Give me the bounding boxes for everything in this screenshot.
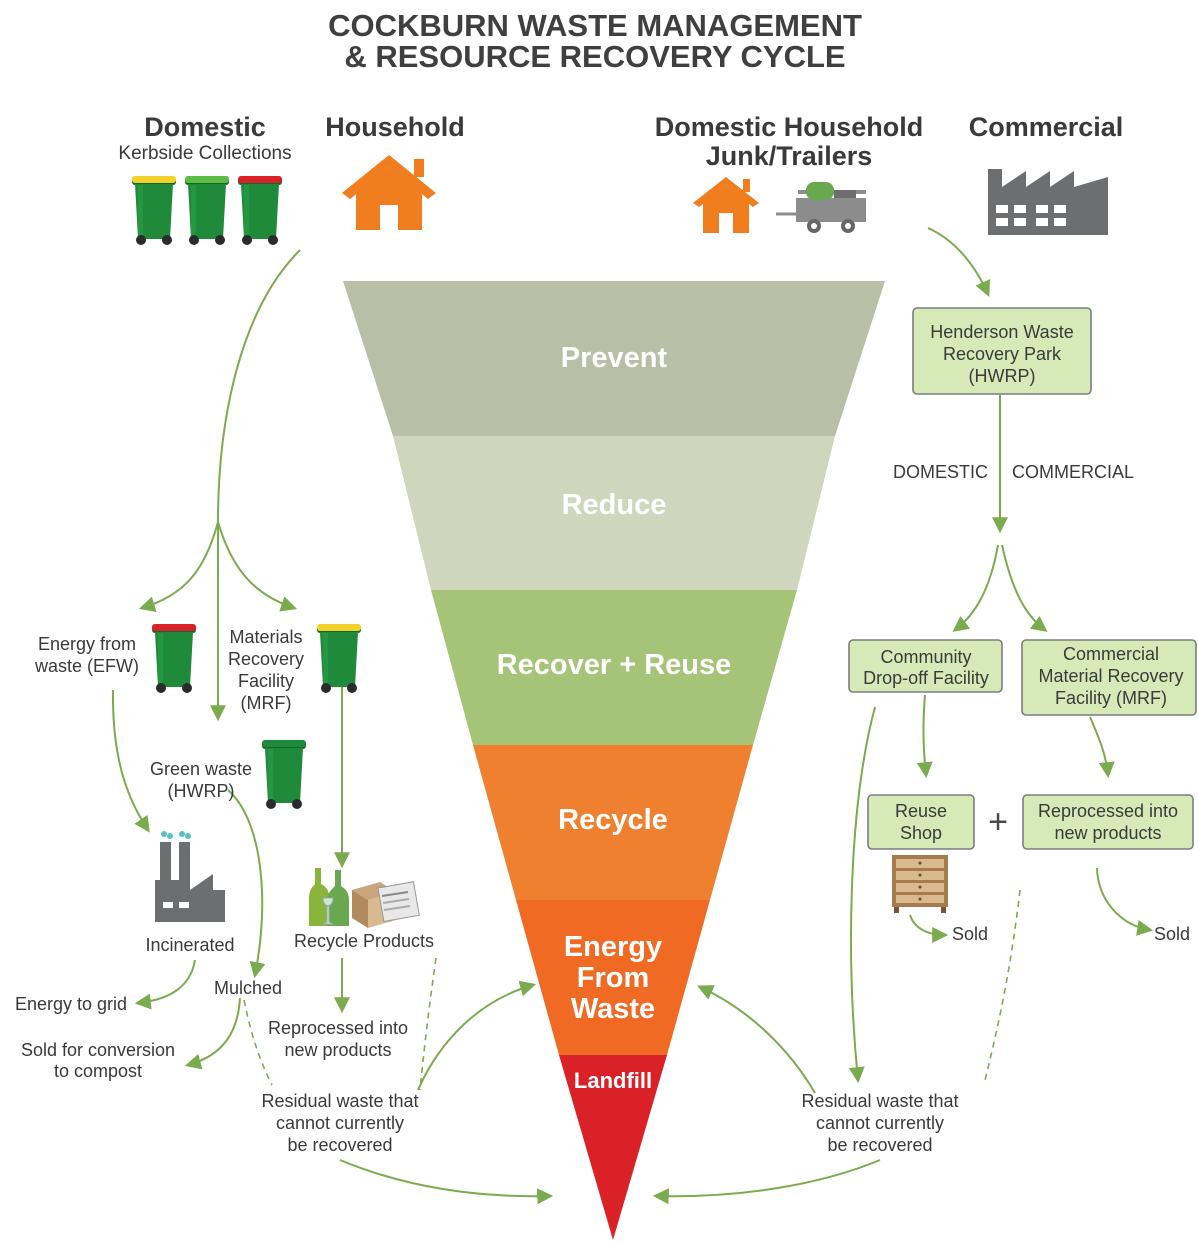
diagram-title-line2: & RESOURCE RECOVERY CYCLE xyxy=(344,39,845,74)
hwrp-line1: Henderson Waste xyxy=(930,322,1073,342)
house-icon xyxy=(693,177,759,233)
label-sold-compost-line2: to compost xyxy=(54,1061,142,1081)
hwrp-line3: (HWRP) xyxy=(969,366,1036,386)
tier-label-efw-line2: From xyxy=(577,962,650,994)
tier-reduce xyxy=(393,436,835,590)
trailer-icon xyxy=(776,182,866,233)
commercial-mrf-line2: Material Recovery xyxy=(1038,666,1183,686)
label-mrf-line3: Facility xyxy=(238,671,294,691)
chest-of-drawers-icon xyxy=(892,855,948,913)
label-reprocessed-line2: new products xyxy=(284,1040,391,1060)
label-mrf-line4: (MRF) xyxy=(241,693,292,713)
header-junk-line2: Junk/Trailers xyxy=(706,141,873,171)
label-mulched: Mulched xyxy=(214,978,282,998)
label-energy-to-grid: Energy to grid xyxy=(15,994,127,1014)
label-residual-right-line3: be recovered xyxy=(827,1135,932,1155)
label-residual-left-line1: Residual waste that xyxy=(261,1091,418,1111)
commercial-mrf-line1: Commercial xyxy=(1063,644,1159,664)
plus-sign: + xyxy=(988,803,1008,841)
reprocessed-right-line2: new products xyxy=(1054,823,1161,843)
tier-energy-from-waste xyxy=(516,900,710,1055)
steam-icon xyxy=(161,831,191,839)
bottles-icon xyxy=(309,868,349,926)
wheelie-bin-icon xyxy=(262,740,306,809)
tier-recycle xyxy=(473,745,753,900)
tier-label-efw-line1: Energy xyxy=(564,931,662,963)
label-domestic: DOMESTIC xyxy=(893,462,988,482)
label-green-waste-line1: Green waste xyxy=(150,759,252,779)
label-mrf-line1: Materials xyxy=(229,627,302,647)
label-commercial: COMMERCIAL xyxy=(1012,462,1134,482)
newspaper-icon xyxy=(377,881,420,923)
factory-icon xyxy=(988,169,1108,235)
label-residual-right-line2: cannot currently xyxy=(816,1113,944,1133)
label-green-waste-line2: (HWRP) xyxy=(168,781,235,801)
wheelie-bin-icon xyxy=(317,624,361,693)
label-reprocessed-line1: Reprocessed into xyxy=(268,1018,408,1038)
label-efw-line1: Energy from xyxy=(38,634,136,654)
hwrp-line2: Recovery Park xyxy=(943,344,1062,364)
reuse-shop-box: Reuse Shop xyxy=(867,794,975,850)
community-dropoff-box: Community Drop-off Facility xyxy=(848,639,1003,693)
label-sold-compost-line1: Sold for conversion xyxy=(21,1040,175,1060)
wheelie-bin-icon xyxy=(185,176,229,245)
commercial-mrf-box: Commercial Material Recovery Facility (M… xyxy=(1021,639,1197,716)
tier-label-efw-line3: Waste xyxy=(571,993,655,1025)
tier-label-reduce: Reduce xyxy=(562,489,667,521)
wheelie-bin-icon xyxy=(132,176,176,245)
header-household: Household xyxy=(325,112,465,142)
house-icon xyxy=(342,155,436,230)
tier-label-prevent: Prevent xyxy=(561,342,668,374)
header-domestic: Domestic xyxy=(144,112,266,142)
label-mrf-line2: Recovery xyxy=(228,649,304,669)
tier-prevent xyxy=(343,281,885,436)
tier-landfill xyxy=(559,1055,667,1240)
waste-hierarchy-pyramid: Prevent Reduce Recover + Reuse Recycle E… xyxy=(343,281,885,1240)
reuse-shop-line2: Shop xyxy=(900,823,942,843)
header-commercial: Commercial xyxy=(969,112,1124,142)
reprocessed-right-line1: Reprocessed into xyxy=(1038,801,1178,821)
tier-label-recycle: Recycle xyxy=(558,804,668,836)
reprocessed-box: Reprocessed into new products xyxy=(1022,794,1194,850)
commercial-mrf-line3: Facility (MRF) xyxy=(1055,688,1167,708)
label-sold-right: Sold xyxy=(1154,924,1190,944)
tier-recover-reuse xyxy=(431,590,797,745)
wheelie-bin-icon xyxy=(152,624,196,693)
left-flow-arrows xyxy=(111,249,554,1205)
label-residual-right-line1: Residual waste that xyxy=(801,1091,958,1111)
tier-label-landfill: Landfill xyxy=(574,1068,652,1093)
label-incinerated: Incinerated xyxy=(145,935,234,955)
hwrp-box: Henderson Waste Recovery Park (HWRP) xyxy=(912,307,1092,395)
label-sold-left: Sold xyxy=(952,924,988,944)
diagram-title-line1: COCKBURN WASTE MANAGEMENT xyxy=(328,8,862,43)
header-kerbside: Kerbside Collections xyxy=(118,143,291,164)
tier-label-recover-reuse: Recover + Reuse xyxy=(497,649,732,681)
wheelie-bin-icon xyxy=(238,176,282,245)
community-line1: Community xyxy=(880,647,971,667)
label-residual-left-line2: cannot currently xyxy=(276,1113,404,1133)
label-recycle-products: Recycle Products xyxy=(294,931,434,951)
label-residual-left-line3: be recovered xyxy=(287,1135,392,1155)
header-junk-line1: Domestic Household xyxy=(655,112,924,142)
label-efw-line2: waste (EFW) xyxy=(34,656,139,676)
community-line2: Drop-off Facility xyxy=(863,668,989,688)
reuse-shop-line1: Reuse xyxy=(895,801,947,821)
factory-icon xyxy=(155,831,225,922)
